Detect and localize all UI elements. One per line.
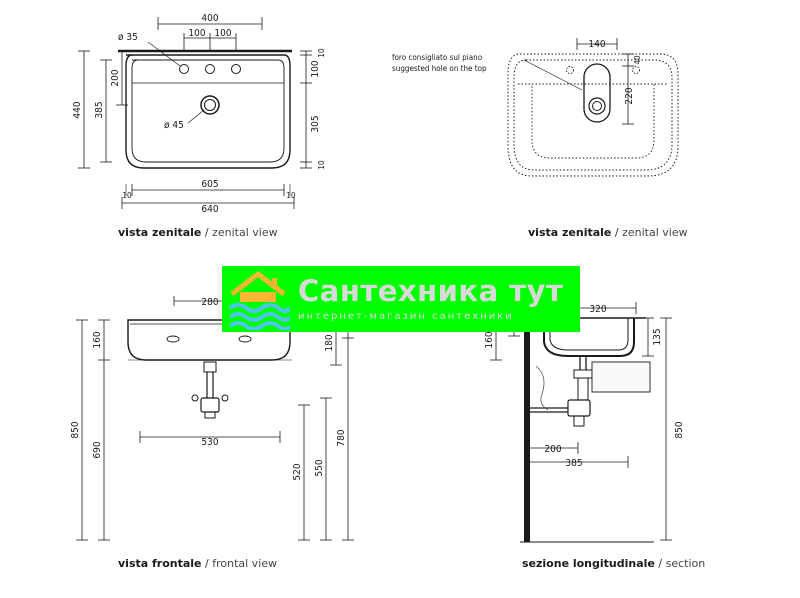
dim-690: 690 [92, 441, 103, 458]
dim-drain-diameter: ø 45 [164, 120, 184, 131]
dim-550: 550 [314, 459, 325, 476]
dim-780: 780 [336, 429, 347, 446]
dim-850-front: 850 [70, 421, 81, 438]
dim-100-b: 100 [214, 28, 231, 39]
dim-edge-right: 10 [286, 191, 296, 200]
note-it: foro consigliato sul piano [392, 53, 483, 62]
caption-zenital-left-en: zenital view [212, 226, 278, 239]
section-view [490, 296, 672, 543]
caption-section: sezione longitudinale / section [522, 557, 706, 570]
suggested-hole-icon [583, 63, 611, 123]
dim-160-front: 160 [92, 331, 103, 348]
dim-530: 530 [201, 437, 218, 448]
caption-frontal-en: frontal view [212, 557, 278, 570]
dim-280: 280 [201, 297, 218, 308]
dim-edge-top: 10 [317, 48, 326, 58]
zenital-view-left-labels: 400 100 100 ø 35 ø 45 440 385 200 100 30… [72, 13, 326, 215]
caption-zenital-left-it: vista zenitale [118, 226, 202, 239]
dim-440: 440 [72, 101, 83, 118]
dim-100-a: 100 [188, 28, 205, 39]
drain-icon [200, 95, 220, 115]
dim-180: 180 [324, 334, 335, 351]
caption-zenital-right-en: zenital view [622, 226, 688, 239]
zenital-view-left [78, 17, 312, 209]
dim-tap-hole-diameter: ø 35 [118, 32, 138, 43]
caption-frontal-it: vista frontale [118, 557, 202, 570]
dim-400: 400 [201, 13, 218, 24]
caption-section-it: sezione longitudinale [522, 557, 655, 570]
dim-135: 135 [652, 328, 663, 345]
dim-640: 640 [201, 204, 218, 215]
watermark-banner: Сантехника тут интернет-магазин сантехни… [222, 266, 580, 332]
dim-850-section: 850 [674, 421, 685, 438]
watermark-title: Сантехника тут [298, 274, 564, 308]
watermark-subtitle: интернет-магазин сантехники [298, 311, 514, 322]
note-en: suggested hole on the top [392, 64, 487, 73]
tap-hole-right-icon [231, 64, 241, 74]
dim-200-section: 200 [544, 444, 561, 455]
dim-520: 520 [292, 463, 303, 480]
caption-section-en: section [665, 557, 706, 570]
zenital-view-right-labels: foro consigliato sul piano suggested hol… [392, 39, 642, 105]
dim-605: 605 [201, 179, 218, 190]
dim-edge-left: 10 [122, 191, 132, 200]
dim-right-100: 100 [310, 60, 321, 77]
dim-edge-bottom: 10 [317, 160, 326, 170]
zenital-view-right [507, 38, 679, 177]
tap-hole-center-icon [205, 64, 215, 74]
house-waves-logo-icon [228, 271, 290, 330]
dim-220: 220 [624, 87, 635, 104]
frontal-view [76, 296, 354, 541]
caption-zenital-right-it: vista zenitale [528, 226, 612, 239]
dim-200: 200 [110, 69, 121, 86]
dim-320: 320 [589, 304, 606, 315]
dim-140: 140 [588, 39, 605, 50]
caption-zenital-left: vista zenitale / zenital view [118, 226, 278, 239]
caption-frontal: vista frontale / frontal view [118, 557, 278, 570]
dim-385-section: 385 [565, 458, 582, 469]
dim-160-section: 160 [484, 331, 495, 348]
tap-hole-left-icon [179, 64, 189, 74]
caption-zenital-right: vista zenitale / zenital view [528, 226, 688, 239]
dim-385: 385 [94, 101, 105, 118]
dim-305: 305 [310, 115, 321, 132]
dim-40-top: 40 [633, 55, 642, 65]
